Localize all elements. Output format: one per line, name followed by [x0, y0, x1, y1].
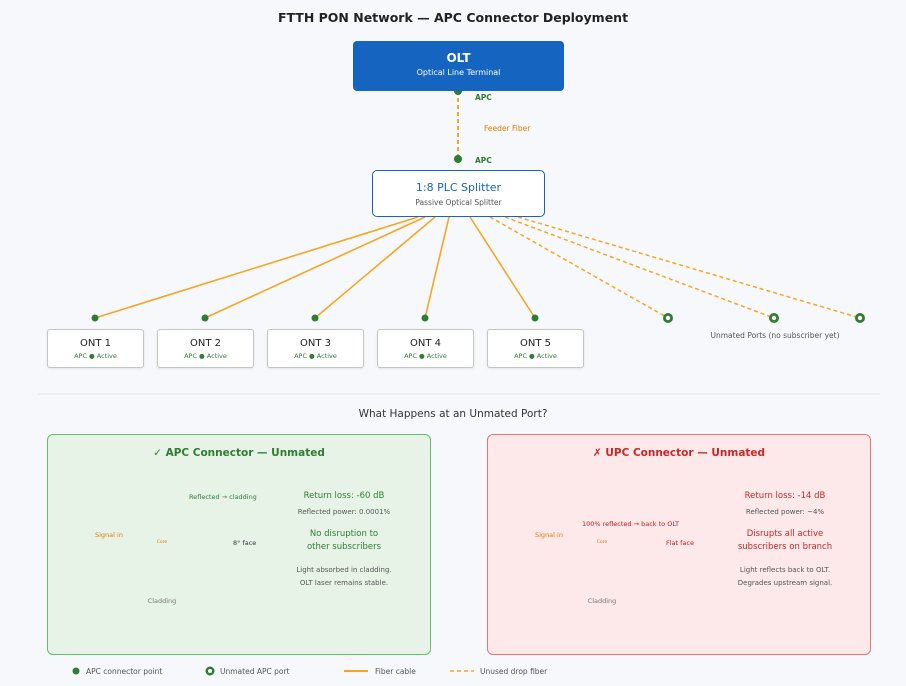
upc-reflected-power: Reflected power: ~4%: [745, 508, 825, 516]
page-title: FTTH PON Network — APC Connector Deploym…: [277, 10, 629, 25]
apc-panel-title: ✓ APC Connector — Unmated: [153, 447, 325, 459]
unmated-port-6: [663, 313, 673, 323]
ont-name: ONT 1: [79, 338, 111, 349]
apc-reflected-label: Reflected → cladding: [189, 493, 257, 501]
ont-1-connector: [91, 314, 99, 322]
apc-cladding-label: Cladding: [147, 597, 177, 605]
upc-reflected-label: 100% reflected → back to OLT: [582, 520, 680, 528]
ont-2-connector: [201, 314, 209, 322]
upc-panel: [487, 434, 871, 655]
legend-label-unused-fiber: Unused drop fiber: [480, 667, 548, 676]
upc-note-line1: Light reflects back to OLT.: [739, 566, 831, 574]
apc-core-label: Core: [156, 540, 168, 545]
splitter-subtitle: Passive Optical Splitter: [415, 198, 502, 207]
drop-fiber-1: [94, 216, 419, 319]
splitter-name: 1:8 PLC Splitter: [415, 181, 502, 194]
drop-fiber-5: [469, 216, 536, 319]
legend-label-fiber-cable: Fiber cable: [375, 667, 416, 676]
ont-4-box[interactable]: ONT 4 APC ● Active: [377, 329, 474, 368]
olt-subtitle: Optical Line Terminal: [416, 68, 501, 77]
unused-fiber-6: [489, 216, 669, 319]
drop-fiber-2: [204, 216, 426, 319]
ont-status: APC ● Active: [514, 352, 557, 360]
apc-impact-line1: No disruption to: [309, 529, 379, 539]
upc-core-label: Core: [596, 540, 608, 545]
splitter-connector-label: APC: [475, 156, 492, 165]
ont-status: APC ● Active: [404, 352, 447, 360]
apc-note-line1: Light absorbed in cladding.: [296, 566, 392, 574]
upc-face-label: Flat face: [666, 539, 694, 547]
apc-impact-line2: other subscribers: [306, 542, 382, 552]
ont-3-box[interactable]: ONT 3 APC ● Active: [267, 329, 364, 368]
upc-note-line2: Degrades upstream signal.: [737, 579, 833, 587]
olt-box[interactable]: OLT Optical Line Terminal: [353, 41, 564, 91]
drop-fiber-3: [314, 216, 436, 319]
upc-impact-line1: Disrupts all active: [746, 529, 824, 539]
ont-2-box[interactable]: ONT 2 APC ● Active: [157, 329, 254, 368]
ont-3-connector: [311, 314, 319, 322]
splitter-box[interactable]: 1:8 PLC Splitter Passive Optical Splitte…: [372, 170, 545, 217]
ont-5-box[interactable]: ONT 5 APC ● Active: [487, 329, 584, 368]
legend-filled-dot-icon: [72, 667, 80, 675]
upc-panel-title: ✗ UPC Connector — Unmated: [592, 447, 766, 459]
apc-return-loss: Return loss: -60 dB: [303, 491, 385, 501]
section-title: What Happens at an Unmated Port?: [358, 408, 548, 420]
olt-name: OLT: [446, 51, 471, 65]
ont-1-box[interactable]: ONT 1 APC ● Active: [47, 329, 144, 368]
upc-signal-label: Signal in: [535, 531, 563, 539]
olt-connector-label: APC: [475, 93, 492, 102]
apc-face-label: 8° face: [233, 539, 257, 547]
upc-cladding-label: Cladding: [587, 597, 617, 605]
apc-reflected-power: Reflected power: 0.0001%: [297, 508, 391, 516]
ont-status: APC ● Active: [294, 352, 337, 360]
ont-name: ONT 3: [299, 338, 331, 349]
apc-note-line2: OLT laser remains stable.: [299, 579, 389, 587]
unused-fiber-7: [504, 216, 775, 319]
drop-fiber-4: [424, 216, 450, 319]
splitter-apc-connector: [454, 155, 462, 163]
apc-panel: [47, 434, 431, 655]
unmated-port-8: [855, 313, 865, 323]
feeder-fiber-label: Feeder Fiber: [484, 124, 531, 133]
upc-impact-line2: subscribers on branch: [737, 542, 833, 552]
ont-4-connector: [421, 314, 429, 322]
legend-label-apc-point: APC connector point: [86, 667, 163, 676]
unmated-port-7: [769, 313, 779, 323]
unused-fiber-8: [517, 216, 861, 319]
ont-status: APC ● Active: [184, 352, 227, 360]
ont-name: ONT 2: [189, 338, 221, 349]
unmated-ports-label: Unmated Ports (no subscriber yet): [710, 331, 840, 340]
upc-return-loss: Return loss: -14 dB: [744, 491, 826, 501]
legend-ring-dot-icon: [205, 666, 215, 676]
ont-5-connector: [531, 314, 539, 322]
apc-signal-label: Signal in: [95, 531, 123, 539]
ont-name: ONT 5: [519, 338, 551, 349]
ont-name: ONT 4: [409, 338, 441, 349]
legend-label-unmated-port: Unmated APC port: [220, 667, 290, 676]
ont-status: APC ● Active: [74, 352, 117, 360]
